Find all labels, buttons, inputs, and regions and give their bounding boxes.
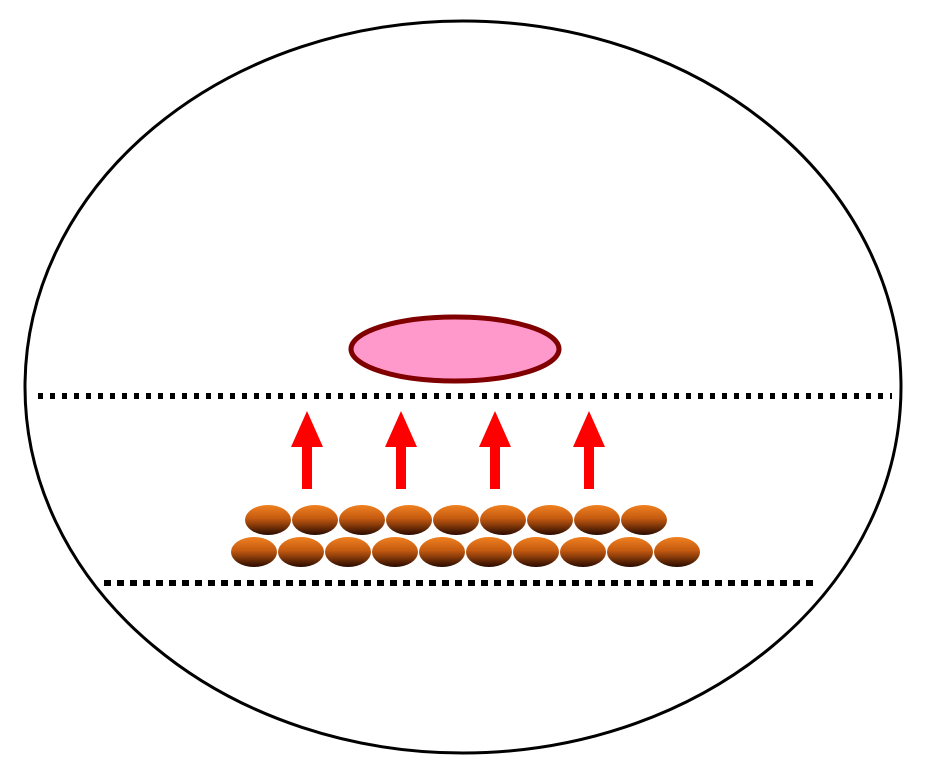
cell-bottom-8 (560, 537, 606, 567)
cell-bottom-1 (231, 537, 277, 567)
cell-bottom-5 (419, 537, 465, 567)
cell-top-1 (245, 505, 291, 535)
arrow-group (291, 411, 605, 489)
arrow-4 (573, 411, 605, 489)
outer-boundary-ellipse (23, 19, 903, 755)
cell-bottom-10 (654, 537, 700, 567)
cell-top-3 (339, 505, 385, 535)
cell-top-5 (433, 505, 479, 535)
cell-top-8 (574, 505, 620, 535)
cell-bottom-9 (607, 537, 653, 567)
cell-bottom-6 (466, 537, 512, 567)
cell-top-2 (292, 505, 338, 535)
cell-bottom-3 (325, 537, 371, 567)
pink-oval (348, 314, 562, 384)
cell-group (231, 505, 700, 567)
cell-top-9 (621, 505, 667, 535)
arrow-2 (385, 411, 417, 489)
arrow-1 (291, 411, 323, 489)
cell-top-7 (527, 505, 573, 535)
cell-top-6 (480, 505, 526, 535)
cell-bottom-7 (513, 537, 559, 567)
arrow-3 (479, 411, 511, 489)
cell-top-4 (386, 505, 432, 535)
cell-bottom-2 (278, 537, 324, 567)
cell-bottom-4 (372, 537, 418, 567)
